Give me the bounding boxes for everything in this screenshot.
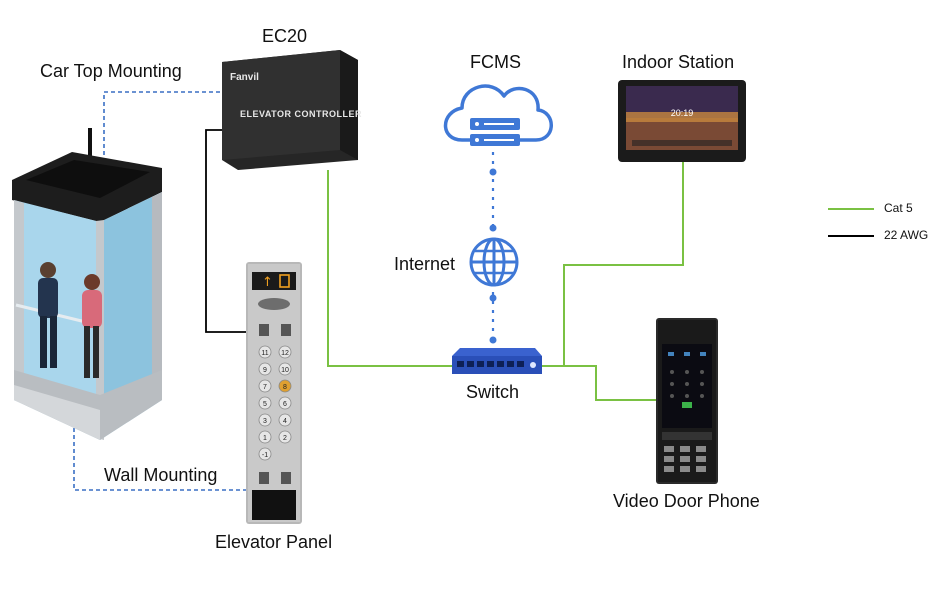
panel-floor-button-label: 7 xyxy=(263,384,267,391)
cat5-link-switch-doorphone xyxy=(542,365,657,401)
panel-floor-button xyxy=(278,430,292,444)
ec20-controller-device: Fanvil ELEVATOR CONTROLLER xyxy=(222,50,362,170)
elevator-car xyxy=(12,128,162,440)
controller-brand-text: Fanvil xyxy=(230,72,259,83)
passenger-man-figure xyxy=(38,262,58,368)
panel-floor-button-label: 6 xyxy=(283,401,287,408)
panel-floor-button-label: 8 xyxy=(283,384,287,391)
awg-link-ec20-panel xyxy=(205,129,248,333)
panel-floor-button-label: -1 xyxy=(262,452,268,459)
panel-floor-button xyxy=(258,413,272,427)
video-door-phone-label: Video Door Phone xyxy=(613,491,760,511)
panel-floor-button-label: 9 xyxy=(263,367,267,374)
panel-floor-button xyxy=(258,396,272,410)
panel-floor-button-label: 4 xyxy=(283,418,287,425)
legend-awg-label: 22 AWG xyxy=(884,228,929,242)
panel-floor-button-label: 2 xyxy=(283,435,287,442)
indoor-station-label: Indoor Station xyxy=(622,52,735,72)
video-door-phone-device xyxy=(656,318,718,484)
cat5-link-ec20-switch xyxy=(327,170,452,367)
indoor-screen-time: 20:19 xyxy=(671,108,694,118)
panel-floor-button xyxy=(258,345,272,359)
ec20-label: EC20 xyxy=(262,26,308,46)
panel-floor-button-label: 5 xyxy=(263,401,267,408)
panel-floor-button xyxy=(258,362,272,376)
indoor-station-device: 20:19 xyxy=(618,80,746,162)
panel-floor-button xyxy=(258,447,272,461)
link-dot xyxy=(489,168,497,176)
link-dot xyxy=(489,224,497,232)
wall-mounting-label: Wall Mounting xyxy=(104,465,218,485)
panel-floor-button-label: 1 xyxy=(263,435,267,442)
car-top-dashed-link xyxy=(103,91,222,183)
elevator-panel-label: Elevator Panel xyxy=(215,532,333,552)
panel-floor-button-label: 11 xyxy=(261,350,268,357)
panel-floor-button xyxy=(278,345,292,359)
panel-floor-button xyxy=(258,430,272,444)
panel-arrow-indicator: ↑ xyxy=(262,275,273,290)
link-dot xyxy=(489,294,497,302)
passenger-woman-figure xyxy=(82,274,102,378)
network-switch-device xyxy=(452,348,542,374)
legend-cat5-label: Cat 5 xyxy=(884,201,913,215)
panel-floor-button-label: 10 xyxy=(281,367,289,374)
switch-label: Switch xyxy=(466,382,520,402)
link-dot xyxy=(489,336,497,344)
panel-floor-button xyxy=(278,379,292,393)
internet-globe-icon xyxy=(469,237,519,287)
panel-floor-button xyxy=(278,396,292,410)
car-top-mounting-label: Car Top Mounting xyxy=(40,61,182,81)
panel-floor-button-label: 12 xyxy=(281,350,289,357)
fcms-cloud-icon xyxy=(443,84,553,146)
panel-floor-button xyxy=(278,413,292,427)
controller-name-text: ELEVATOR CONTROLLER xyxy=(240,109,362,119)
panel-floor-button xyxy=(278,362,292,376)
panel-floor-button xyxy=(258,379,272,393)
fcms-label: FCMS xyxy=(470,52,521,72)
panel-floor-button-label: 3 xyxy=(263,418,267,425)
internet-label: Internet xyxy=(394,254,456,274)
